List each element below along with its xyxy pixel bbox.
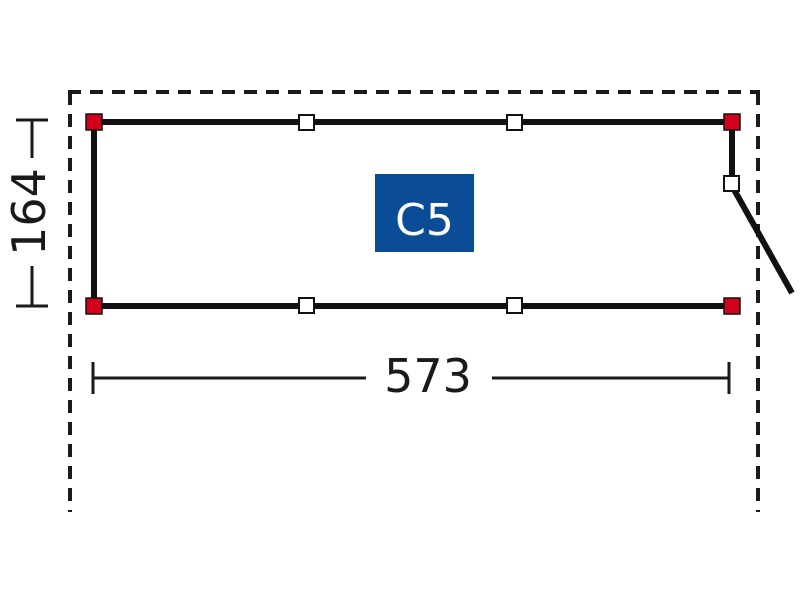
mid-post-top-2: [506, 114, 523, 131]
depth-dimension: [16, 118, 48, 308]
corner-post-top-right: [723, 113, 741, 131]
width-dimension: [91, 362, 731, 394]
mid-post-bottom-1: [298, 297, 315, 314]
depth-dimension-label: 164: [2, 168, 56, 256]
enclosure-walls: [91, 119, 735, 309]
corner-post-bottom-right: [723, 297, 741, 315]
mid-post-top-1: [298, 114, 315, 131]
dashed-boundary: [68, 90, 760, 512]
mid-post-door: [723, 175, 740, 192]
module-label: C5: [395, 195, 454, 246]
corner-posts: [85, 113, 741, 315]
corner-post-top-left: [85, 113, 103, 131]
module-badge: C5: [375, 174, 474, 252]
module-badge-background: [375, 174, 474, 252]
mid-posts: [298, 114, 740, 314]
width-dimension-label: 573: [384, 349, 472, 403]
door-leaf: [729, 184, 795, 295]
mid-post-bottom-2: [506, 297, 523, 314]
corner-post-bottom-left: [85, 297, 103, 315]
